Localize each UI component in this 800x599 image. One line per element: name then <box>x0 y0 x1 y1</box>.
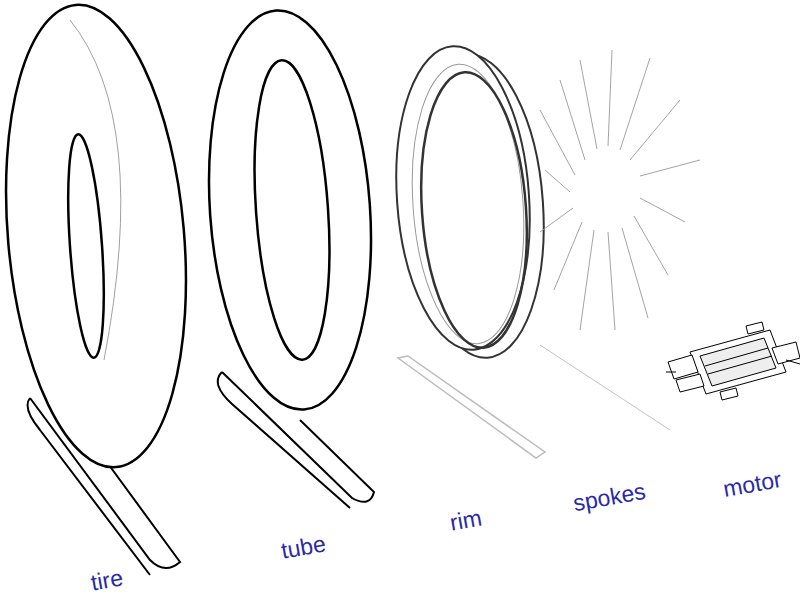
tube-hole <box>246 58 339 362</box>
part-label: motor <box>721 466 784 503</box>
rim-inner <box>413 69 536 352</box>
tire-outer <box>0 0 204 475</box>
rim-drawing <box>387 42 554 458</box>
tube-drawing <box>196 5 384 508</box>
tire-hole <box>62 133 110 359</box>
tire-seam <box>70 20 121 360</box>
part-label: rim <box>448 504 484 536</box>
tire-drawing <box>0 0 204 575</box>
part-label: tube <box>278 530 327 564</box>
motor-drawing <box>666 322 800 400</box>
tube-outer <box>196 5 384 415</box>
part-label: tire <box>89 564 125 596</box>
rim-strip <box>398 356 545 458</box>
part-label: spokes <box>571 477 647 516</box>
spokes-drawing <box>540 50 700 430</box>
rim-front <box>387 42 540 354</box>
